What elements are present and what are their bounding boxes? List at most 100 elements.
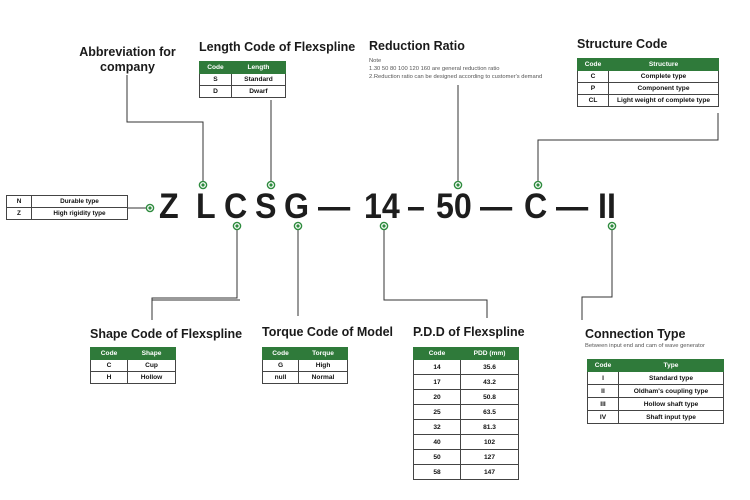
- dot-abbreviation: [198, 180, 208, 190]
- cell: 102: [460, 434, 519, 450]
- cell: IV: [587, 410, 619, 424]
- code-c-structure: C: [524, 187, 548, 226]
- code-dash-4: —: [556, 187, 589, 226]
- cell: 50: [413, 449, 461, 465]
- cell: Normal: [298, 371, 348, 384]
- header-cell: Torque: [298, 347, 348, 360]
- cell: 58: [413, 464, 461, 480]
- cell: 40: [413, 434, 461, 450]
- cell: 17: [413, 374, 461, 390]
- dot-structure: [533, 180, 543, 190]
- cell: G: [261, 359, 300, 372]
- header-cell: Code: [89, 347, 129, 360]
- cell: C: [577, 70, 609, 83]
- cell: Hollow shaft type: [618, 397, 724, 411]
- dot-connection: [607, 221, 617, 231]
- code-z: Z: [159, 187, 179, 226]
- cell: Standard: [230, 73, 287, 86]
- header-cell: Structure: [608, 58, 719, 71]
- header-cell: Code: [587, 359, 619, 372]
- code-g: G: [284, 187, 310, 226]
- cell: Oldham's coupling type: [618, 384, 724, 398]
- cell: H: [89, 371, 129, 384]
- reduction-ratio-title: Reduction Ratio: [369, 39, 465, 53]
- header-cell: Code: [199, 61, 232, 74]
- cell: Cup: [127, 359, 176, 372]
- cell: High: [298, 359, 348, 372]
- cell: Standard type: [618, 371, 724, 385]
- torque-code-title: Torque Code of Model: [262, 325, 394, 339]
- cell: Light weight of complete type: [608, 94, 719, 107]
- header-cell: Length: [230, 61, 287, 74]
- note-line: Note: [369, 58, 382, 64]
- cell: 32: [413, 419, 461, 435]
- header-cell: PDD (mm): [460, 347, 519, 360]
- cell: 63.5: [460, 404, 519, 420]
- code-ii: II: [598, 187, 616, 226]
- cell: 81.3: [460, 419, 519, 435]
- code-14: 14: [364, 187, 400, 226]
- cell: III: [587, 397, 619, 411]
- cell: Hollow: [127, 371, 176, 384]
- header-cell: Shape: [127, 347, 176, 360]
- table-row: Z High rigidity type: [6, 207, 128, 220]
- cell: II: [587, 384, 619, 398]
- length-code-title: Length Code of Flexspline: [199, 40, 356, 54]
- cell: Durable type: [31, 195, 128, 208]
- cell: C: [89, 359, 129, 372]
- cell: S: [199, 73, 232, 86]
- cell: 147: [460, 464, 519, 480]
- marker-dots: [145, 180, 617, 231]
- dot-body-type: [145, 203, 155, 213]
- code-50: 50: [436, 187, 472, 226]
- cell: 35.6: [460, 359, 519, 375]
- body-type-table: N Durable type Z High rigidity type: [6, 195, 128, 220]
- cell: Component type: [608, 82, 719, 95]
- header-cell: Code: [413, 347, 461, 360]
- code-dash-2: –: [407, 187, 425, 226]
- cell: null: [261, 371, 300, 384]
- cell: CL: [577, 94, 609, 107]
- dot-shape: [232, 221, 242, 231]
- code-dash-3: —: [480, 187, 513, 226]
- cell: 50.8: [460, 389, 519, 405]
- dot-torque: [293, 221, 303, 231]
- cell: 20: [413, 389, 461, 405]
- cell: P: [577, 82, 609, 95]
- cell: Complete type: [608, 70, 719, 83]
- cell: High rigidity type: [31, 207, 128, 220]
- cell: Shaft input type: [618, 410, 724, 424]
- cell: 14: [413, 359, 461, 375]
- header-cell: Code: [577, 58, 609, 71]
- cell: 43.2: [460, 374, 519, 390]
- cell: Z: [6, 207, 32, 220]
- dot-reduction: [453, 180, 463, 190]
- cell: N: [6, 195, 32, 208]
- note-line: 2.Reduction ratio can be designed accord…: [369, 73, 543, 80]
- reduction-ratio-note: Note 1.30 50 80 100 120 160 are general …: [369, 58, 542, 81]
- connection-type-title: Connection Type: [585, 327, 686, 341]
- code-s: S: [255, 187, 277, 226]
- cell: 25: [413, 404, 461, 420]
- pdd-title: P.D.D of Flexspline: [413, 325, 525, 339]
